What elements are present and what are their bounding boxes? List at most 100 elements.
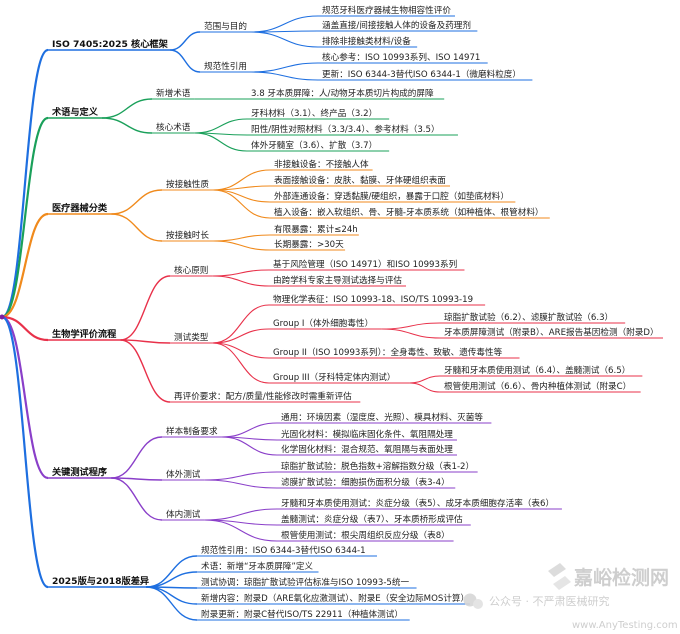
topic-label: 化学固化材料：混合规范、氧阻隔与表面处理 — [281, 443, 453, 455]
topic-node[interactable]: 植入设备：嵌入软组织、骨、牙髓-牙本质系统（如种植体、根管材料） — [270, 206, 550, 219]
topic-node[interactable]: 通用：环境因素（湿度度、光照）、模具材料、灭菌等 — [277, 411, 492, 424]
topic-node[interactable]: 根管使用测试：根尖周组织反应分级（表8） — [277, 529, 454, 542]
topic-label: Group III（牙科特定体内测试） — [273, 371, 395, 383]
topic-label: 再评价要求：配方/质量/性能修改时需重新评估 — [174, 390, 352, 402]
topic-node[interactable]: 规范性引用：ISO 6344-3替代ISO 6344-1 — [197, 544, 377, 557]
topic-node[interactable]: 测试类型 — [170, 331, 213, 344]
connector-line — [146, 586, 198, 605]
topic-node[interactable]: 长期暴露：>30天 — [270, 238, 346, 251]
connector-line — [221, 436, 278, 456]
connector-line — [250, 71, 319, 81]
branch-node[interactable]: 医疗器械分类 — [48, 202, 112, 215]
topic-node[interactable]: 测试协调：琼脂扩散试验评估标准与ISO 10993-5统一 — [197, 576, 417, 589]
branch-label: 医疗器械分类 — [52, 202, 108, 214]
topic-node[interactable]: 排除非接触类材料/设备 — [318, 35, 418, 48]
topic-node[interactable]: 附录更新：附录C替代ISO/TS 22911（种植体测试） — [197, 608, 410, 621]
topic-node[interactable]: 牙科材料（3.1）、终产品（3.2） — [247, 107, 390, 120]
connector-line — [1, 212, 49, 319]
topic-label: 牙科材料（3.1）、终产品（3.2） — [251, 107, 377, 119]
topic-node[interactable]: 光固化材料：模拟临床固化条件、氧阻隔处理 — [277, 428, 457, 441]
connector-line — [204, 479, 278, 489]
topic-node[interactable]: 体内测试 — [162, 508, 205, 521]
connector-line — [212, 342, 270, 359]
topic-label: 盖髓测试：炎症分级（表7）、牙本质桥形成评估 — [281, 513, 463, 525]
connector-line — [212, 304, 270, 344]
connector-line — [146, 555, 198, 588]
anytesting-logo-icon — [548, 563, 571, 590]
topic-label: 核心原则 — [174, 264, 208, 276]
topic-node[interactable]: 表面接触设备：皮肤、黏膜、牙体硬组织表面 — [270, 174, 450, 187]
connector-line — [212, 185, 271, 191]
topic-node[interactable]: 琼脂扩散试验（6.2）、滤膜扩散试验（6.3） — [440, 311, 626, 324]
topic-node[interactable]: 牙髓和牙本质使用测试：炎症分级（表5）、成牙本质细胞存活率（表6） — [277, 497, 562, 510]
branch-node[interactable]: 2025版与2018版差异 — [48, 575, 149, 588]
topic-label: 体外测试 — [166, 468, 201, 480]
topic-node[interactable]: 更新：ISO 6344-3替代ISO 6344-1（微磨料粒度） — [318, 68, 533, 81]
topic-label: 术语：新增“牙本质屏障”定义 — [201, 560, 313, 572]
connector-line — [120, 339, 171, 344]
topic-node[interactable]: 滤膜扩散试验：细胞损伤面积分级（表3-4） — [277, 476, 456, 489]
topic-node[interactable]: 盖髓测试：炎症分级（表7）、牙本质桥形成评估 — [277, 513, 471, 526]
topic-node[interactable]: 根管使用测试（6.6）、骨内种植体测试（附录C） — [440, 380, 641, 393]
topic-label: 规范性引用 — [204, 60, 247, 72]
branch-label: 生物学评价流程 — [52, 328, 117, 340]
topic-label: 根管使用测试（6.6）、骨内种植体测试（附录C） — [444, 380, 631, 392]
topic-node[interactable]: 涵盖直接/间接接触人体的设备及药理剂 — [318, 19, 478, 32]
topic-node[interactable]: 核心原则 — [170, 264, 213, 277]
topic-node[interactable]: 样本制备要求 — [162, 425, 222, 438]
topic-label: 非接触设备：不接触人体 — [274, 158, 369, 170]
topic-node[interactable]: 牙本质屏障测试（附录B）、ARE报告基因检测（附录D） — [440, 326, 663, 339]
topic-node[interactable]: 由跨学科专家主导测试选择与评估 — [269, 274, 406, 287]
branch-node[interactable]: 术语与定义 — [48, 106, 102, 119]
topic-node[interactable]: 琼脂扩散试验：脱色指数+溶解指数分级（表1-2） — [277, 460, 478, 473]
topic-node[interactable]: 术语：新增“牙本质屏障”定义 — [197, 560, 319, 573]
topic-node[interactable]: Group III（牙科特定体内测试） — [269, 371, 410, 384]
branch-node[interactable]: 生物学评价流程 — [48, 328, 121, 341]
topic-node[interactable]: 非接触设备：不接触人体 — [270, 158, 373, 171]
branch-node[interactable]: 关键测试程序 — [48, 466, 112, 479]
topic-node[interactable]: 规范牙科医疗器械生物相容性评价 — [318, 4, 455, 17]
branch-label: 2025版与2018版差异 — [52, 575, 149, 587]
topic-node[interactable]: 再评价要求：配方/质量/性能修改时需重新评估 — [170, 390, 361, 403]
topic-node[interactable]: 范围与目的 — [200, 20, 251, 33]
topic-node[interactable]: 新增术语 — [152, 87, 195, 100]
topic-node[interactable]: 物理化学表征：ISO 10993-18、ISO/TS 10993-19 — [269, 293, 486, 306]
connector-line — [204, 519, 278, 542]
watermark: 公众号 · 不严肃医械研究 嘉峪检测网 www.AnyTesting.com — [463, 563, 678, 631]
topic-node[interactable]: Group II（ISO 10993系列）：全身毒性、致敏、遗传毒性等 — [269, 346, 520, 359]
topic-node[interactable]: 核心参考：ISO 10993系列、ISO 14971 — [318, 51, 488, 64]
topic-node[interactable]: 3.8 牙本质屏障：人/动物牙本质切片构成的屏障 — [247, 87, 445, 100]
connector-line — [169, 49, 201, 73]
topic-label: 附录更新：附录C替代ISO/TS 22911（种植体测试） — [201, 608, 403, 620]
connector-line — [194, 132, 248, 152]
topic-label: 植入设备：嵌入软组织、骨、牙髓-牙本质系统（如种植体、根管材料） — [274, 206, 544, 218]
topic-label: 滤膜扩散试验：细胞损伤面积分级（表3-4） — [281, 476, 450, 488]
topic-node[interactable]: 牙髓和牙本质使用测试（6.4）、盖髓测试（6.5） — [440, 364, 643, 377]
topic-node[interactable]: Group I（体外细胞毒性） — [269, 317, 382, 330]
topic-node[interactable]: 基于风险管理（ISO 14971）和ISO 10993系列 — [269, 258, 465, 271]
connector-line — [250, 15, 319, 33]
topic-label: 体外牙髓室（3.6）、扩散（3.7） — [251, 139, 377, 151]
topic-node[interactable]: 核心术语 — [152, 121, 195, 134]
topic-node[interactable]: 阳性/阴性对照材料（3.3/3.4）、参考材料（3.5） — [247, 123, 458, 136]
topic-node[interactable]: 体外牙髓室（3.6）、扩散（3.7） — [247, 139, 390, 152]
branch-node[interactable]: ISO 7405:2025 核心框架 — [48, 38, 171, 51]
connector-line — [111, 436, 163, 479]
connector-line — [1, 48, 49, 319]
topic-label: 核心参考：ISO 10993系列、ISO 14971 — [322, 51, 480, 63]
topic-label: Group II（ISO 10993系列）：全身毒性、致敏、遗传毒性等 — [273, 346, 503, 358]
topic-node[interactable]: 新增内容：附录D（ARE氧化应激测试）、附录E（安全边际MOS计算） — [197, 592, 470, 605]
topic-node[interactable]: 按接触时长 — [162, 229, 213, 242]
watermark-channel-label: 公众号 · 不严肃医械研究 — [489, 594, 610, 608]
connector-line — [212, 189, 271, 203]
topic-node[interactable]: 外部连通设备：穿透黏膜/硬组织，暴露于口腔（如垫底材料） — [270, 190, 516, 203]
topic-node[interactable]: 化学固化材料：混合规范、氧阻隔与表面处理 — [277, 443, 457, 456]
topic-node[interactable]: 按接触性质 — [162, 178, 213, 191]
topic-node[interactable]: 有限暴露：累计≤24h — [270, 223, 359, 236]
topic-label: 物理化学表征：ISO 10993-18、ISO/TS 10993-19 — [273, 293, 473, 305]
topic-node[interactable]: 体外测试 — [162, 468, 205, 481]
topic-label: 按接触性质 — [166, 178, 209, 190]
connector-line — [170, 31, 201, 51]
topic-label: 长期暴露：>30天 — [274, 238, 344, 250]
topic-node[interactable]: 规范性引用 — [200, 60, 251, 73]
